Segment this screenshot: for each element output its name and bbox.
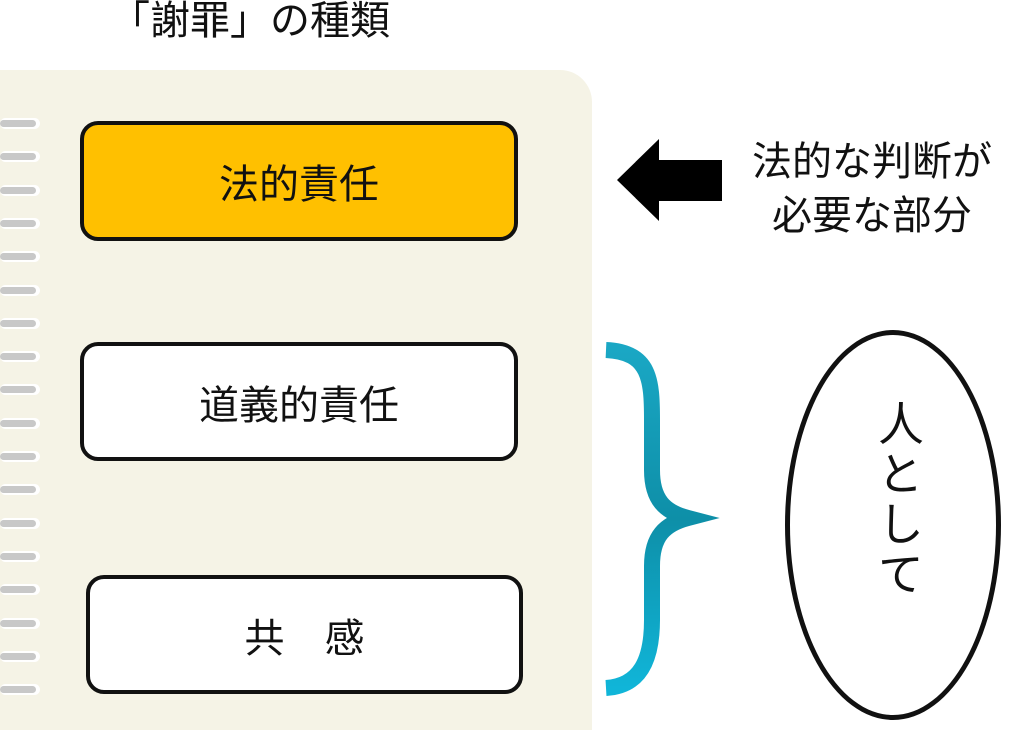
- box-moral-responsibility: 道義的責任: [80, 342, 518, 461]
- spiral-ring: [0, 353, 36, 361]
- box-legal-responsibility: 法的責任: [80, 121, 518, 241]
- spiral-ring: [0, 586, 36, 594]
- spiral-ring: [0, 219, 36, 227]
- spiral-ring: [0, 552, 36, 560]
- as-a-person-text: 人として: [871, 400, 925, 600]
- diagram-title: 「謝罪」の種類: [110, 0, 390, 44]
- spiral-ring: [0, 686, 36, 694]
- spiral-ring: [0, 652, 36, 660]
- arrow-and-brace: [605, 139, 722, 696]
- left-arrow-icon: [617, 139, 722, 221]
- spiral-ring: [0, 253, 36, 261]
- spiral-ring: [0, 120, 36, 127]
- spiral-ring: [0, 386, 36, 394]
- note-line-2: 必要な部分: [772, 193, 972, 239]
- spiral-ring: [0, 453, 36, 460]
- spiral-ring: [0, 486, 36, 494]
- spiral-ring: [0, 519, 36, 527]
- spiral-ring: [0, 419, 36, 427]
- note-line-1: 法的な判断が: [752, 139, 992, 185]
- spiral-ring: [0, 619, 36, 627]
- spiral-ring: [0, 286, 36, 294]
- legal-judgment-note: 法的な判断が 必要な部分: [752, 135, 992, 243]
- spiral-ring: [0, 319, 36, 327]
- spiral-ring: [0, 153, 36, 161]
- curly-brace-icon: [605, 342, 720, 696]
- spiral-ring: [0, 186, 36, 194]
- box-empathy: 共 感: [86, 575, 523, 694]
